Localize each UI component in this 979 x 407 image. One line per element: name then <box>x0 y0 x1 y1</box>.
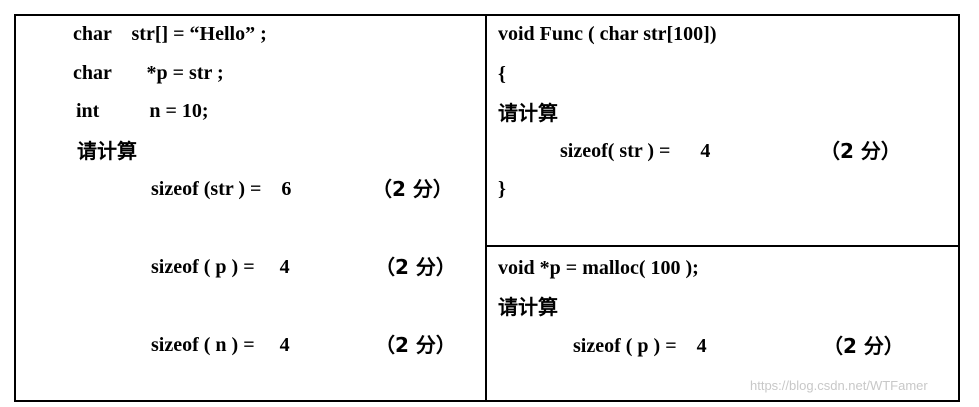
watermark: https://blog.csdn.net/WTFamer <box>750 378 928 393</box>
question-sizeof-str: sizeof (str ) = 6 <box>151 178 292 200</box>
score-sizeof-str: （2 分） <box>372 177 453 201</box>
question-sizeof-malloc-p: sizeof ( p ) = 4 <box>573 335 707 357</box>
declaration-n: int n = 10; <box>76 100 209 122</box>
score-sizeof-p: （2 分） <box>375 255 456 279</box>
func-open-brace: { <box>498 63 506 85</box>
column-divider <box>485 14 487 402</box>
declaration-str: char str[] = “Hello” ; <box>73 23 267 45</box>
declaration-p: char *p = str ; <box>73 62 224 84</box>
compute-prompt-malloc: 请计算 <box>498 295 558 319</box>
score-sizeof-n: （2 分） <box>375 333 456 357</box>
question-sizeof-param-str: sizeof( str ) = 4 <box>560 140 711 162</box>
malloc-declaration: void *p = malloc( 100 ); <box>498 257 699 279</box>
score-sizeof-param-str: （2 分） <box>820 139 901 163</box>
compute-prompt-left: 请计算 <box>77 139 137 163</box>
question-table <box>14 14 960 402</box>
question-sizeof-n: sizeof ( n ) = 4 <box>151 334 290 356</box>
right-row-divider <box>485 245 960 247</box>
func-signature: void Func ( char str[100]) <box>498 23 717 45</box>
score-sizeof-malloc-p: （2 分） <box>823 334 904 358</box>
question-sizeof-p: sizeof ( p ) = 4 <box>151 256 290 278</box>
func-close-brace: } <box>498 178 506 200</box>
compute-prompt-func: 请计算 <box>498 101 558 125</box>
